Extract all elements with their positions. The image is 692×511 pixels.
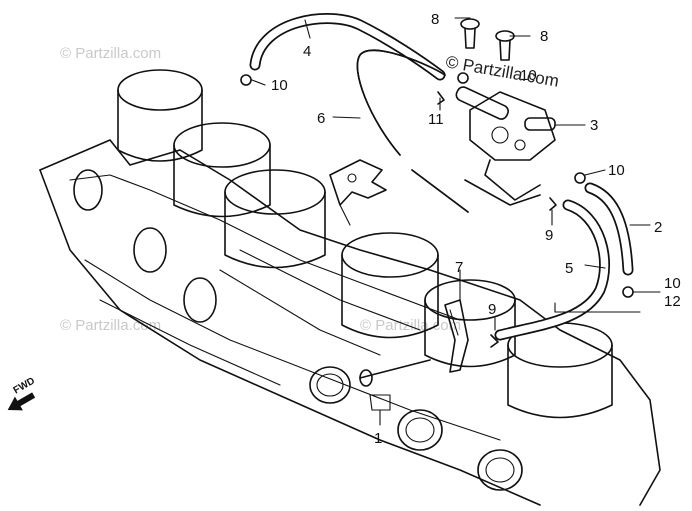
hose-2 [584, 182, 634, 276]
callout-2: 2 [654, 219, 662, 236]
callout-7: 7 [455, 259, 463, 276]
callout-6: 6 [317, 110, 325, 127]
callout-8-left: 8 [431, 11, 439, 28]
callout-8-right: 8 [540, 28, 548, 45]
screw-8-right [495, 30, 515, 61]
brand-watermark: © Partzilla.com [444, 52, 560, 91]
callout-4: 4 [303, 43, 311, 60]
throttle-bracket [329, 159, 387, 226]
watermark-bottom-center: © Partzilla.com [360, 317, 461, 334]
hose-6 [356, 49, 446, 156]
callout-12: 12 [664, 293, 681, 310]
clamp-7 [444, 299, 469, 373]
leader-lines [251, 17, 661, 426]
callout-10-top-left: 10 [271, 77, 288, 94]
callout-9-center: 9 [488, 301, 496, 318]
callout-10-top-right: 10 [520, 67, 537, 84]
callout-5: 5 [565, 260, 573, 277]
idle-screw-1 [359, 359, 431, 411]
intake-ports [73, 169, 523, 491]
carburetor-tops [117, 69, 613, 419]
forward-label: FWD [12, 376, 37, 397]
forward-arrow-icon: FWD [7, 376, 37, 411]
fuel-valve-assembly [455, 86, 556, 206]
callout-3: 3 [590, 117, 598, 134]
hose-5 [494, 199, 611, 341]
watermark-top-left: © Partzilla.com [60, 45, 161, 62]
screw-8-left [460, 18, 480, 49]
long-rod [411, 169, 469, 213]
watermark-bottom-left: © Partzilla.com [60, 317, 161, 334]
callout-10-lower-right: 10 [664, 275, 681, 292]
callout-1: 1 [374, 430, 382, 447]
carburetor-body [39, 139, 661, 506]
hose-4 [249, 13, 446, 81]
callout-11: 11 [428, 111, 444, 128]
clips [240, 72, 634, 348]
callout-9-right: 9 [545, 227, 553, 244]
callout-10-right: 10 [608, 162, 625, 179]
